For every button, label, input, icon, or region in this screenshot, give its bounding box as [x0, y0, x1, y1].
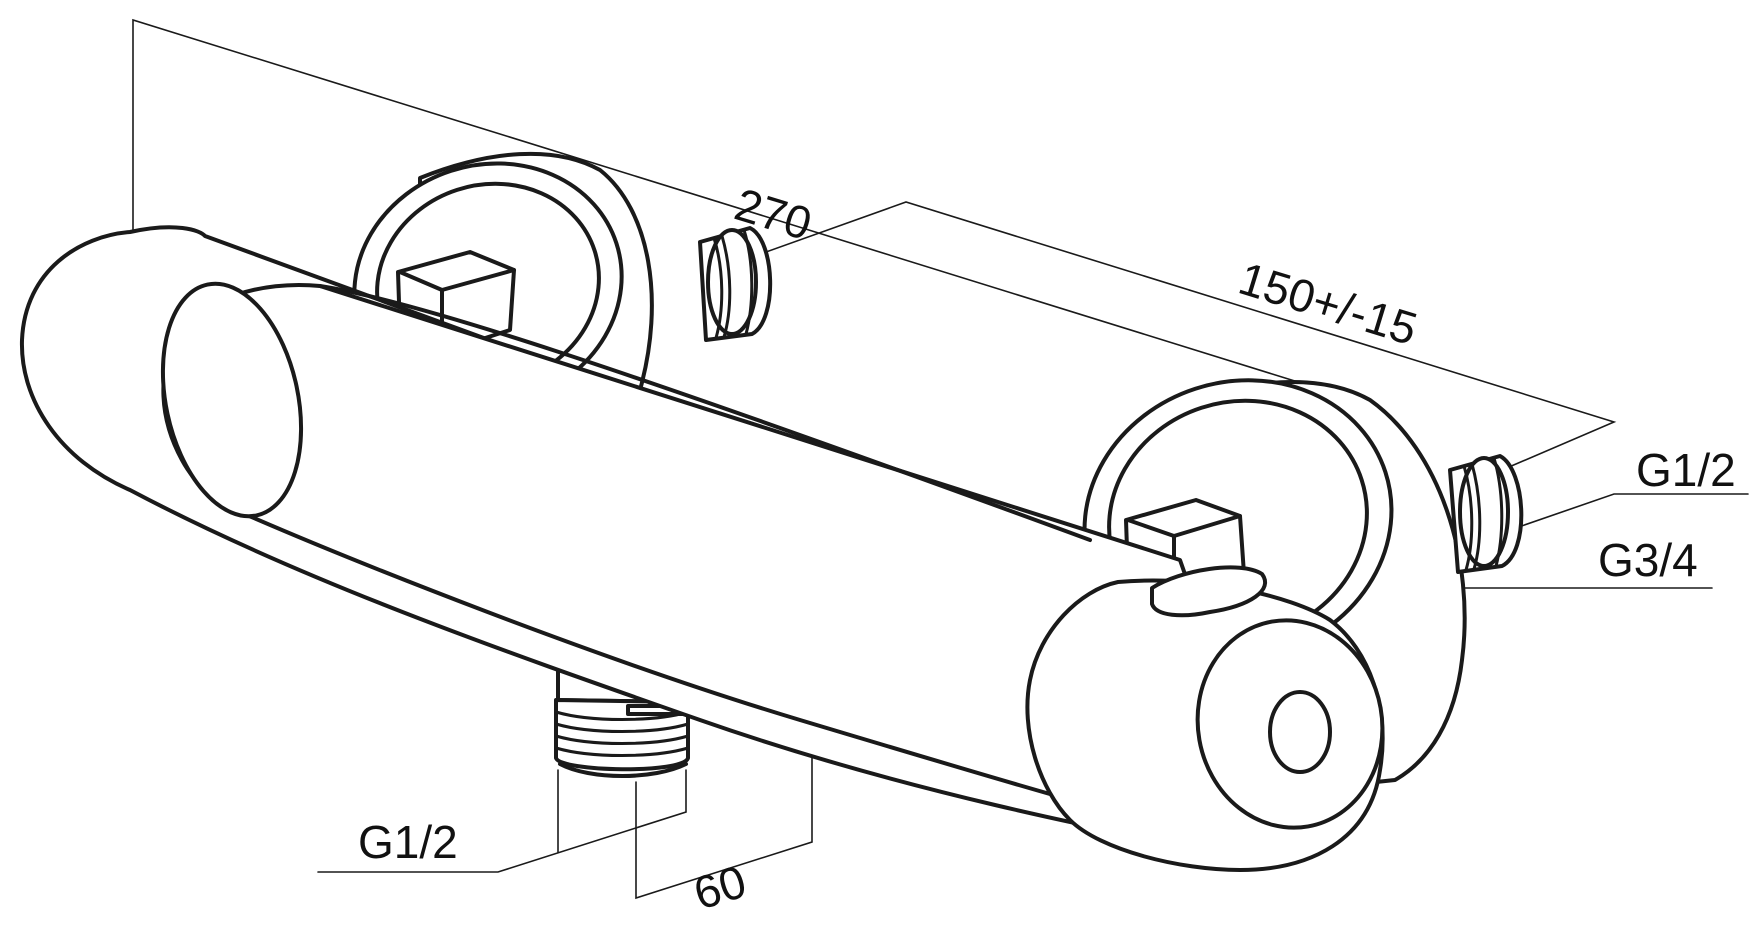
connection-label-g12-bottom: G1/2 — [358, 816, 458, 868]
mixer-body — [19, 225, 1385, 872]
leader-g12-bottom — [317, 769, 687, 873]
connection-label-g34-right: G3/4 — [1598, 534, 1698, 586]
leader-g12-right — [1509, 493, 1749, 531]
connection-label-g12-right: G1/2 — [1636, 444, 1736, 496]
dimension-line-270 — [132, 18, 1299, 383]
right-inlet-pipe — [1448, 454, 1524, 574]
dimension-label-150: 150+/-15 — [1233, 252, 1423, 355]
left-inlet-pipe — [698, 226, 773, 342]
dimension-line-60 — [635, 729, 813, 900]
dimension-line-150 — [737, 201, 1617, 477]
